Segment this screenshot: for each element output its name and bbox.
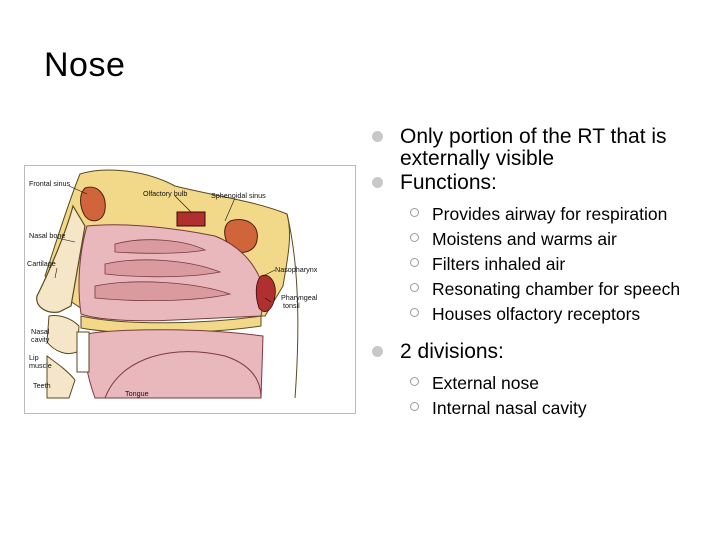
label-cavity: cavity — [31, 335, 50, 344]
teeth-shape — [76, 331, 90, 373]
label-nasal: Nasal — [31, 327, 50, 336]
pharyngeal-tonsil-shape — [255, 274, 276, 312]
sub-bullet-text: Moistens and warms air — [432, 229, 617, 249]
bullet-dot-icon — [372, 177, 383, 188]
bullet-item: Only portion of the RT that is externall… — [372, 126, 712, 170]
sub-bullet-ring-icon — [410, 402, 419, 411]
sub-bullet-text: Filters inhaled air — [432, 254, 566, 274]
sub-bullet-text: Resonating chamber for speech — [432, 279, 681, 299]
sub-bullet-ring-icon — [410, 308, 419, 317]
bullet-list: Only portion of the RT that is externall… — [372, 126, 712, 423]
sub-bullet-ring-icon — [410, 377, 419, 386]
sub-bullet-text: Internal nasal cavity — [432, 398, 587, 418]
bullet-text: Functions: — [400, 171, 497, 194]
sub-bullet-ring-icon — [410, 208, 419, 217]
sub-bullet-text: Provides airway for respiration — [432, 204, 668, 224]
lower-lip — [46, 355, 76, 399]
bullet-item: Functions: — [372, 172, 712, 194]
sub-bullet-ring-icon — [410, 258, 419, 267]
label-frontal-sinus: Frontal sinus — [29, 179, 71, 188]
bullet-text: 2 divisions: — [400, 340, 504, 363]
sphenoidal-sinus-shape — [224, 219, 258, 253]
sub-bullet-item: External nose — [372, 373, 712, 393]
upper-lip — [46, 315, 80, 355]
middle-concha — [104, 259, 222, 278]
sub-bullet-item: Moistens and warms air — [372, 229, 712, 249]
label-nasopharynx: Nasopharynx — [275, 265, 318, 274]
olfactory-bulb-shape — [176, 211, 206, 227]
label-tonsil: tonsil — [283, 301, 300, 310]
sub-bullet-item: Filters inhaled air — [372, 254, 712, 274]
label-lip: Lip — [29, 353, 39, 362]
label-olfactory-bulb: Olfactory bulb — [143, 189, 187, 198]
sub-bullet-text: Houses olfactory receptors — [432, 304, 641, 324]
inferior-concha — [94, 281, 232, 302]
sub-bullet-text: External nose — [432, 373, 540, 393]
superior-concha — [114, 239, 207, 254]
label-nasal-bone: Nasal bone — [29, 231, 65, 240]
label-sphenoidal-sinus: Sphenoidal sinus — [211, 191, 266, 200]
sub-bullet-ring-icon — [410, 233, 419, 242]
bullet-dot-icon — [372, 346, 383, 357]
label-teeth: Teeth — [33, 381, 51, 390]
bullet-text: Only portion of the RT that is externall… — [400, 125, 667, 170]
external-nose — [36, 204, 86, 313]
frontal-sinus-shape — [80, 186, 106, 222]
label-pharyngeal: Pharyngeal — [281, 293, 318, 302]
nasal-anatomy-figure: Frontal sinus Olfactory bulb Sphenoidal … — [24, 165, 356, 414]
label-tongue: Tongue — [125, 389, 149, 398]
sub-bullet-item: Resonating chamber for speech — [372, 279, 712, 299]
tongue-shape — [84, 329, 264, 399]
label-cartilage: Cartilage — [27, 259, 56, 268]
spine-edge — [286, 213, 299, 399]
label-muscle: muscle — [29, 361, 52, 370]
bullet-item: 2 divisions: — [372, 341, 712, 363]
bullet-dot-icon — [372, 131, 383, 142]
sub-bullet-item: Internal nasal cavity — [372, 398, 712, 418]
tongue-contour — [104, 351, 262, 399]
sub-bullet-item: Provides airway for respiration — [372, 204, 712, 224]
sub-bullet-item: Houses olfactory receptors — [372, 304, 712, 324]
sub-bullet-ring-icon — [410, 283, 419, 292]
slide-title: Nose — [44, 46, 126, 84]
